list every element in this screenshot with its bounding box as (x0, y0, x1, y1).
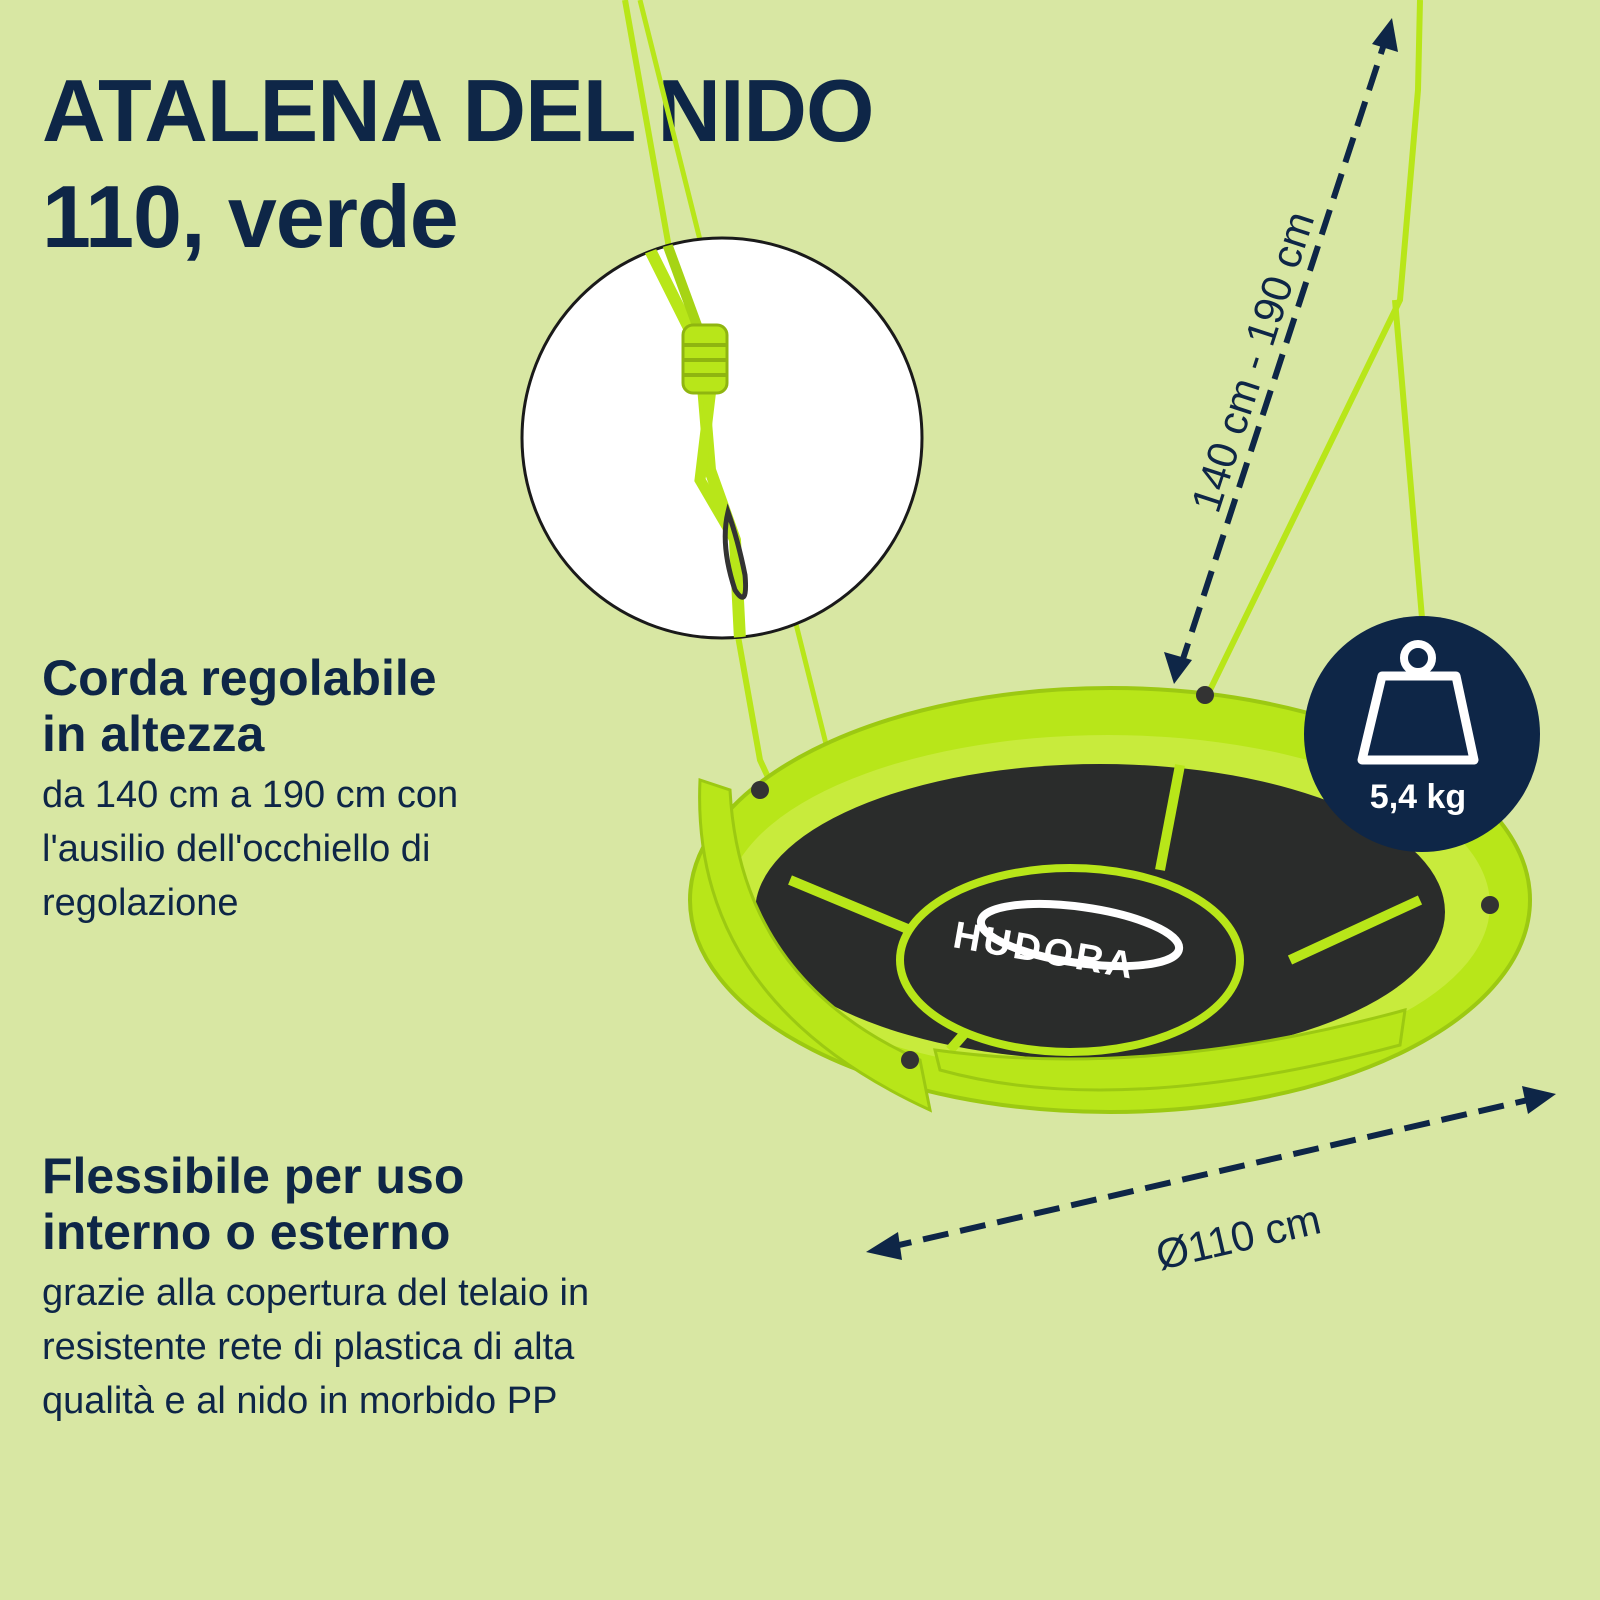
arrow-down-icon (1164, 652, 1192, 684)
feature-heading-line: in altezza (42, 706, 265, 762)
feature-adjustable-rope: Corda regolabile in altezza da 140 cm a … (42, 650, 762, 930)
weight-badge-circle (1304, 616, 1540, 852)
feature-description-line: resistente rete di plastica di alta (42, 1326, 575, 1368)
rope-right-front (1207, 0, 1423, 692)
zoom-circle (520, 236, 924, 640)
product-title: ATALENA DEL NIDO 110, verde (42, 58, 874, 270)
weight-label: 5,4 kg (1370, 778, 1466, 816)
eyelet-icon (751, 781, 769, 799)
feature-description-line: grazie alla copertura del telaio in (42, 1272, 590, 1314)
frame-cover-left (698, 777, 933, 1113)
product-title-line-2: 110, verde (42, 167, 459, 266)
feature-heading-line: Flessibile per uso (42, 1148, 465, 1204)
diameter-dimension-line (885, 1097, 1529, 1251)
eyelet-icon (1481, 896, 1499, 914)
feature-description: grazie alla copertura del telaio in resi… (42, 1266, 762, 1428)
feature-description-line: regolazione (42, 882, 239, 924)
arrow-right-icon (1522, 1086, 1556, 1114)
feature-description-line: da 140 cm a 190 cm con (42, 774, 459, 816)
feature-description-line: qualità e al nido in morbido PP (42, 1380, 558, 1422)
diameter-dimension-label: Ø110 cm (1151, 1195, 1325, 1278)
arrow-up-icon (1372, 18, 1398, 52)
feature-indoor-outdoor: Flessibile per uso interno o esterno gra… (42, 1148, 762, 1428)
eyelet-icon (901, 1051, 919, 1069)
diameter-dimension: Ø110 cm (866, 1086, 1556, 1279)
height-dimension-line (1177, 31, 1391, 669)
arrow-left-icon (866, 1232, 902, 1260)
frame-cover-front (933, 1007, 1407, 1092)
rope-detail-zoom (520, 236, 924, 640)
feature-heading: Corda regolabile in altezza (42, 650, 762, 762)
feature-heading: Flessibile per uso interno o esterno (42, 1148, 762, 1260)
height-dimension: 140 cm - 190 cm (1164, 18, 1398, 684)
eyelet-icon (1196, 686, 1214, 704)
feature-description-line: l'ausilio dell'occhiello di (42, 828, 431, 870)
feature-description: da 140 cm a 190 cm con l'ausilio dell'oc… (42, 768, 762, 930)
product-title-line-1: ATALENA DEL NIDO (42, 61, 874, 160)
weight-icon (1357, 640, 1479, 765)
height-dimension-label: 140 cm - 190 cm (1182, 206, 1323, 518)
feature-heading-line: Corda regolabile (42, 650, 437, 706)
feature-heading-line: interno o esterno (42, 1204, 451, 1260)
nest-swing: HUDORA (688, 686, 1532, 1114)
eyelet-icon (722, 503, 748, 600)
weight-badge: 5,4 kg (1304, 616, 1540, 852)
